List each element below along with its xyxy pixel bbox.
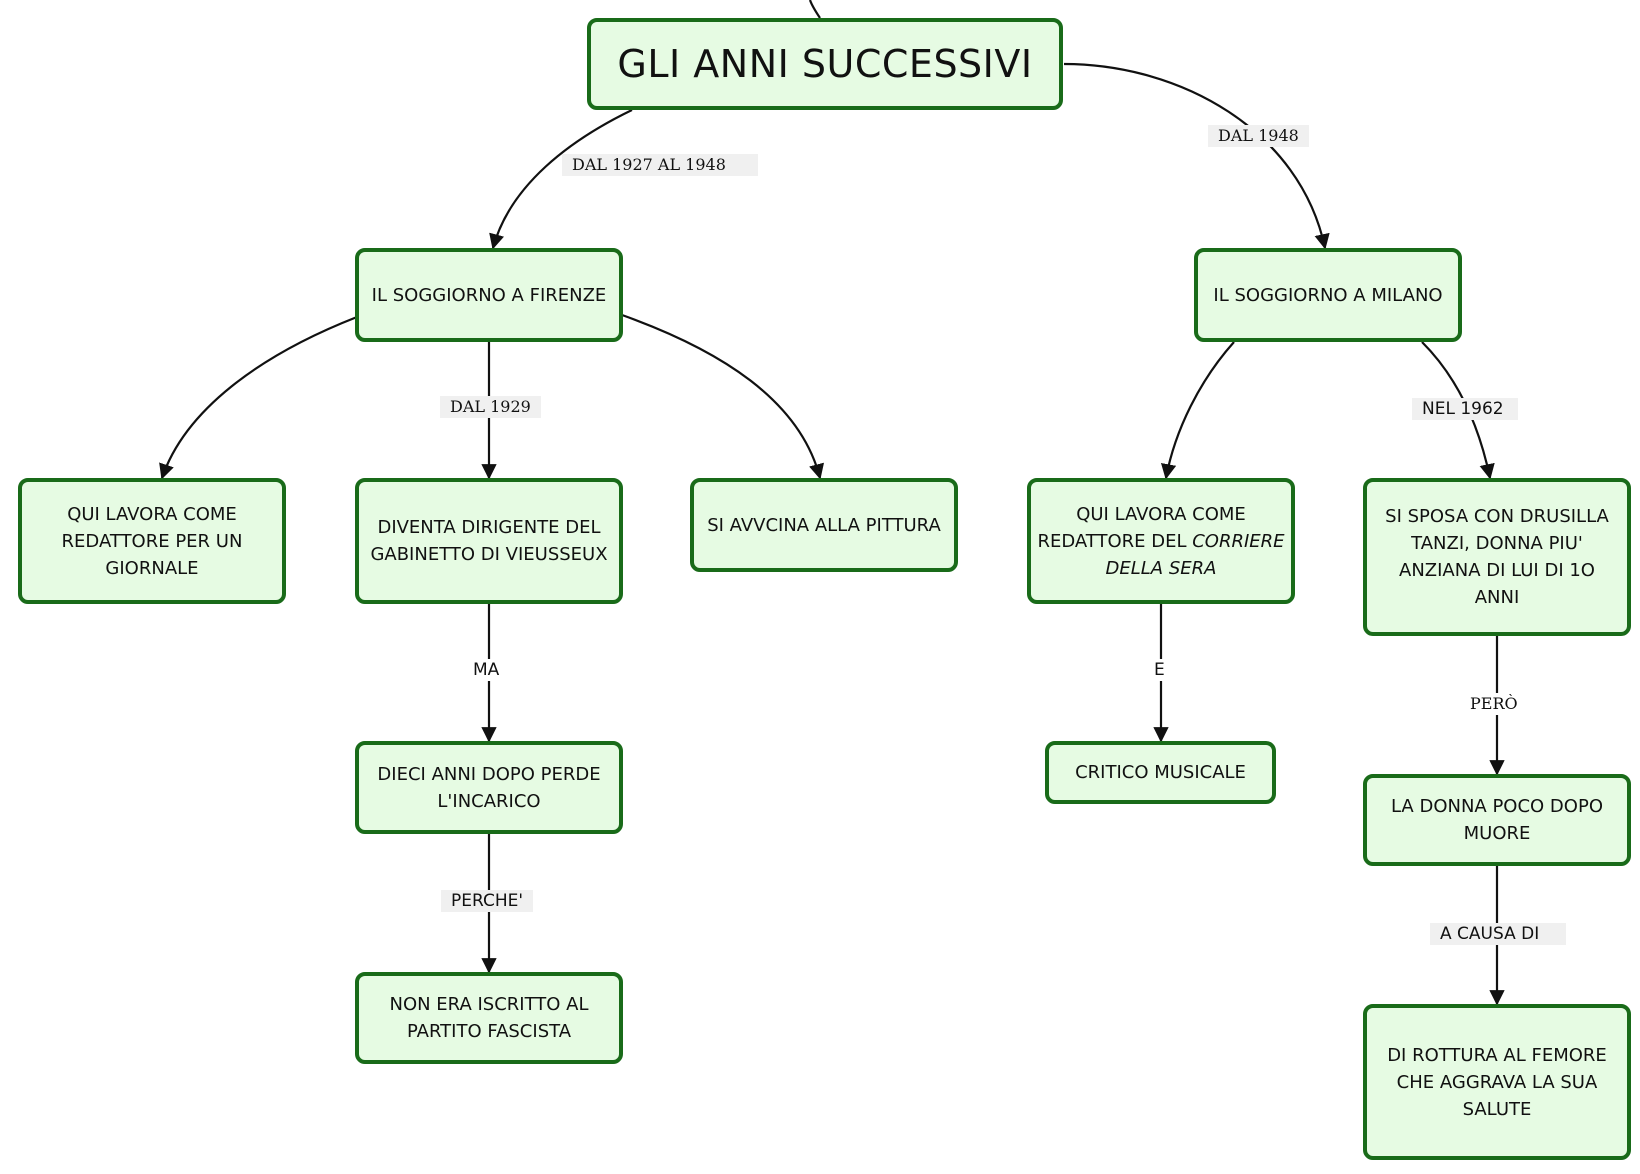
node-corriere-line-2-italic: CORRIERE [1192, 530, 1285, 552]
node-root[interactable]: GLI ANNI SUCCESSIVI [587, 18, 1063, 110]
edge-firenze-pittura [621, 313, 825, 480]
node-corriere-line-2: REDATTORE DEL CORRIERE [1037, 528, 1284, 555]
node-redattore-giornale-line-1: QUI LAVORA COME [67, 503, 237, 525]
node-dirigente-line-2: GABINETTO DI VIEUSSEUX [370, 544, 608, 565]
node-fascista[interactable]: NON ERA ISCRITTO AL PARTITO FASCISTA [355, 972, 623, 1064]
node-firenze[interactable]: IL SOGGIORNO A FIRENZE [355, 248, 623, 342]
edge-milano-corriere [1160, 341, 1235, 480]
node-drusilla[interactable]: SI SPOSA CON DRUSILLA TANZI, DONNA PIU' … [1363, 478, 1631, 636]
node-perde-incarico-line-2: L'INCARICO [437, 790, 541, 812]
node-critico[interactable]: CRITICO MUSICALE [1045, 741, 1276, 804]
edge-label-e: E [1148, 659, 1171, 681]
node-femore-line-2: CHE AGGRAVA LA SUA [1396, 1071, 1598, 1093]
node-dirigente-line-1: DIVENTA DIRIGENTE DEL [377, 517, 601, 538]
node-dirigente[interactable]: DIVENTA DIRIGENTE DEL GABINETTO DI VIEUS… [355, 478, 623, 604]
node-redattore-giornale[interactable]: QUI LAVORA COME REDATTORE PER UN GIORNAL… [18, 478, 286, 604]
node-critico-text: CRITICO MUSICALE [1075, 762, 1246, 783]
node-pittura[interactable]: SI AVVCINA ALLA PITTURA [690, 478, 958, 572]
edge-label-nel-1962: NEL 1962 [1412, 398, 1518, 420]
node-femore-line-3: SALUTE [1462, 1098, 1532, 1120]
edge-label-a-causa-di: A CAUSA DI [1430, 923, 1566, 945]
node-fascista-line-2: PARTITO FASCISTA [406, 1021, 572, 1042]
node-corriere-line-2-prefix: REDATTORE DEL [1037, 530, 1193, 552]
edge-root-milano [1063, 62, 1330, 250]
node-drusilla-line-2: TANZI, DONNA PIU' [1411, 533, 1583, 554]
node-femore[interactable]: DI ROTTURA AL FEMORE CHE AGGRAVA LA SUA … [1363, 1004, 1631, 1160]
edge-label-dal-1927-1948: DAL 1927 AL 1948 [562, 154, 758, 176]
edge-label-perche: PERCHE' [441, 890, 534, 912]
edge-label-dal-1929: DAL 1929 [440, 396, 541, 418]
node-fascista-line-1: NON ERA ISCRITTO AL [389, 994, 589, 1015]
edge-label-ma: MA [467, 659, 506, 681]
node-firenze-text: IL SOGGIORNO A FIRENZE [371, 284, 607, 306]
node-muore-line-1: LA DONNA POCO DOPO [1390, 796, 1603, 817]
node-perde-incarico[interactable]: DIECI ANNI DOPO PERDE L'INCARICO [355, 741, 623, 834]
node-pittura-text: SI AVVCINA ALLA PITTURA [707, 514, 941, 536]
edge-incoming-root [808, 0, 821, 19]
edge-firenze-redattore [159, 315, 358, 480]
node-redattore-giornale-line-3: GIORNALE [105, 557, 199, 579]
node-drusilla-line-4: ANNI [1474, 587, 1520, 608]
node-muore[interactable]: LA DONNA POCO DOPO MUORE [1363, 774, 1631, 866]
node-drusilla-line-1: SI SPOSA CON DRUSILLA [1385, 506, 1609, 527]
edge-root-firenze [489, 109, 633, 250]
node-femore-line-1: DI ROTTURA AL FEMORE [1387, 1044, 1607, 1066]
node-corriere-line-1: QUI LAVORA COME [1076, 503, 1246, 525]
node-root-text: GLI ANNI SUCCESSIVI [617, 42, 1033, 86]
node-corriere[interactable]: QUI LAVORA COME REDATTORE DEL CORRIERE D… [1027, 478, 1295, 604]
node-milano-text: IL SOGGIORNO A MILANO [1213, 284, 1443, 306]
node-corriere-line-3: DELLA SERA [1105, 557, 1217, 579]
node-drusilla-line-3: ANZIANA DI LUI DI 1O [1399, 560, 1595, 581]
node-perde-incarico-line-1: DIECI ANNI DOPO PERDE [377, 763, 601, 785]
node-redattore-giornale-line-2: REDATTORE PER UN [61, 530, 243, 552]
node-muore-line-2: MUORE [1463, 823, 1531, 844]
node-milano[interactable]: IL SOGGIORNO A MILANO [1194, 248, 1462, 342]
edge-label-pero: PERÒ [1464, 693, 1524, 715]
edge-label-dal-1948: DAL 1948 [1208, 125, 1309, 147]
